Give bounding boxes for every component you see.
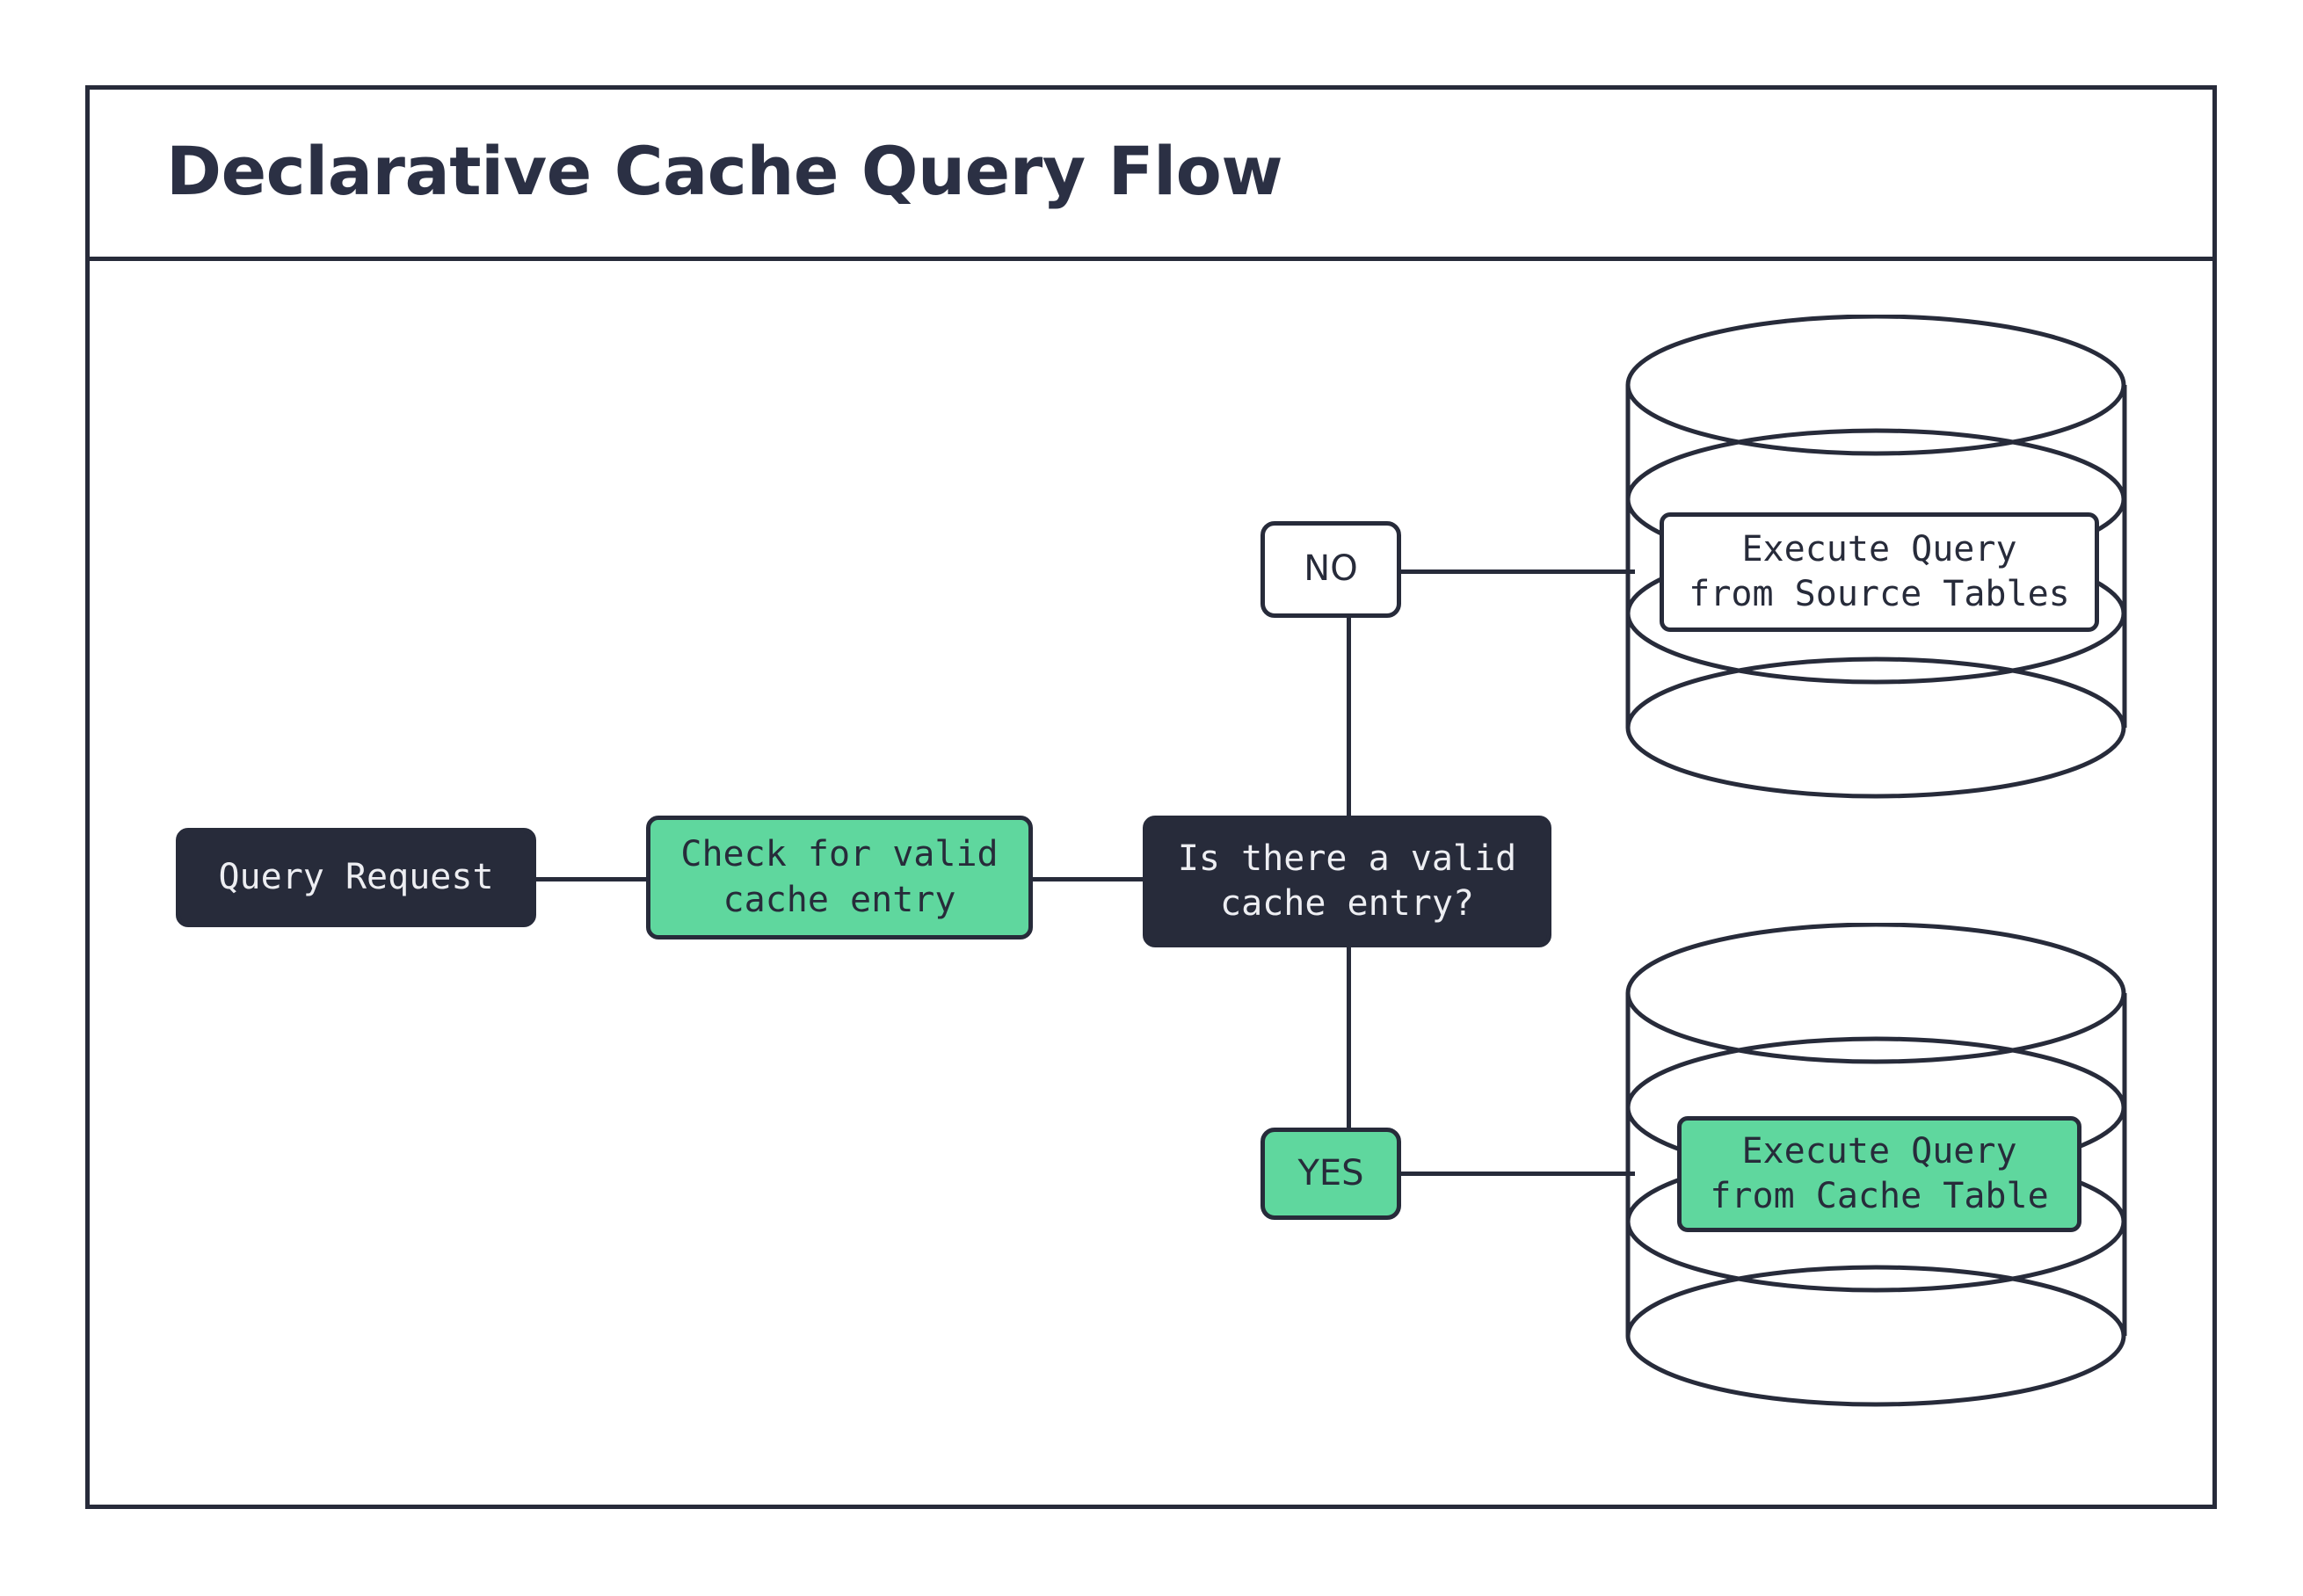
connector-decision-to-no [1347, 618, 1351, 829]
node-execute-query-source-tables[interactable]: Execute Query from Source Tables [1660, 512, 2099, 632]
node-check-cache-entry-label: Check for valid cache entry [680, 834, 999, 920]
node-execute-query-source-tables-label: Execute Query from Source Tables [1689, 528, 2070, 614]
branch-label-no-text: NO [1304, 548, 1358, 590]
node-query-request-label: Query Request [218, 856, 494, 897]
branch-label-yes[interactable]: YES [1260, 1128, 1401, 1220]
connector-no-to-source-db [1399, 569, 1635, 574]
branch-label-no[interactable]: NO [1260, 521, 1401, 618]
page-title: Declarative Cache Query Flow [166, 132, 1283, 210]
node-check-cache-entry[interactable]: Check for valid cache entry [646, 816, 1033, 939]
connector-request-to-check [536, 877, 650, 881]
branch-label-yes-text: YES [1297, 1152, 1364, 1193]
node-decision-valid-cache[interactable]: Is there a valid cache entry? [1143, 816, 1551, 947]
cache-database-cylinder [1622, 923, 2149, 1415]
node-execute-query-cache-table-label: Execute Query from Cache Table [1710, 1130, 2049, 1216]
title-bar: Declarative Cache Query Flow [85, 85, 2217, 261]
connector-decision-to-yes [1347, 947, 1351, 1130]
node-execute-query-cache-table[interactable]: Execute Query from Cache Table [1677, 1116, 2081, 1232]
connector-check-to-decision [1033, 877, 1147, 881]
connector-yes-to-cache-db [1399, 1172, 1635, 1176]
node-decision-valid-cache-label: Is there a valid cache entry? [1177, 838, 1517, 924]
node-query-request[interactable]: Query Request [176, 828, 536, 927]
